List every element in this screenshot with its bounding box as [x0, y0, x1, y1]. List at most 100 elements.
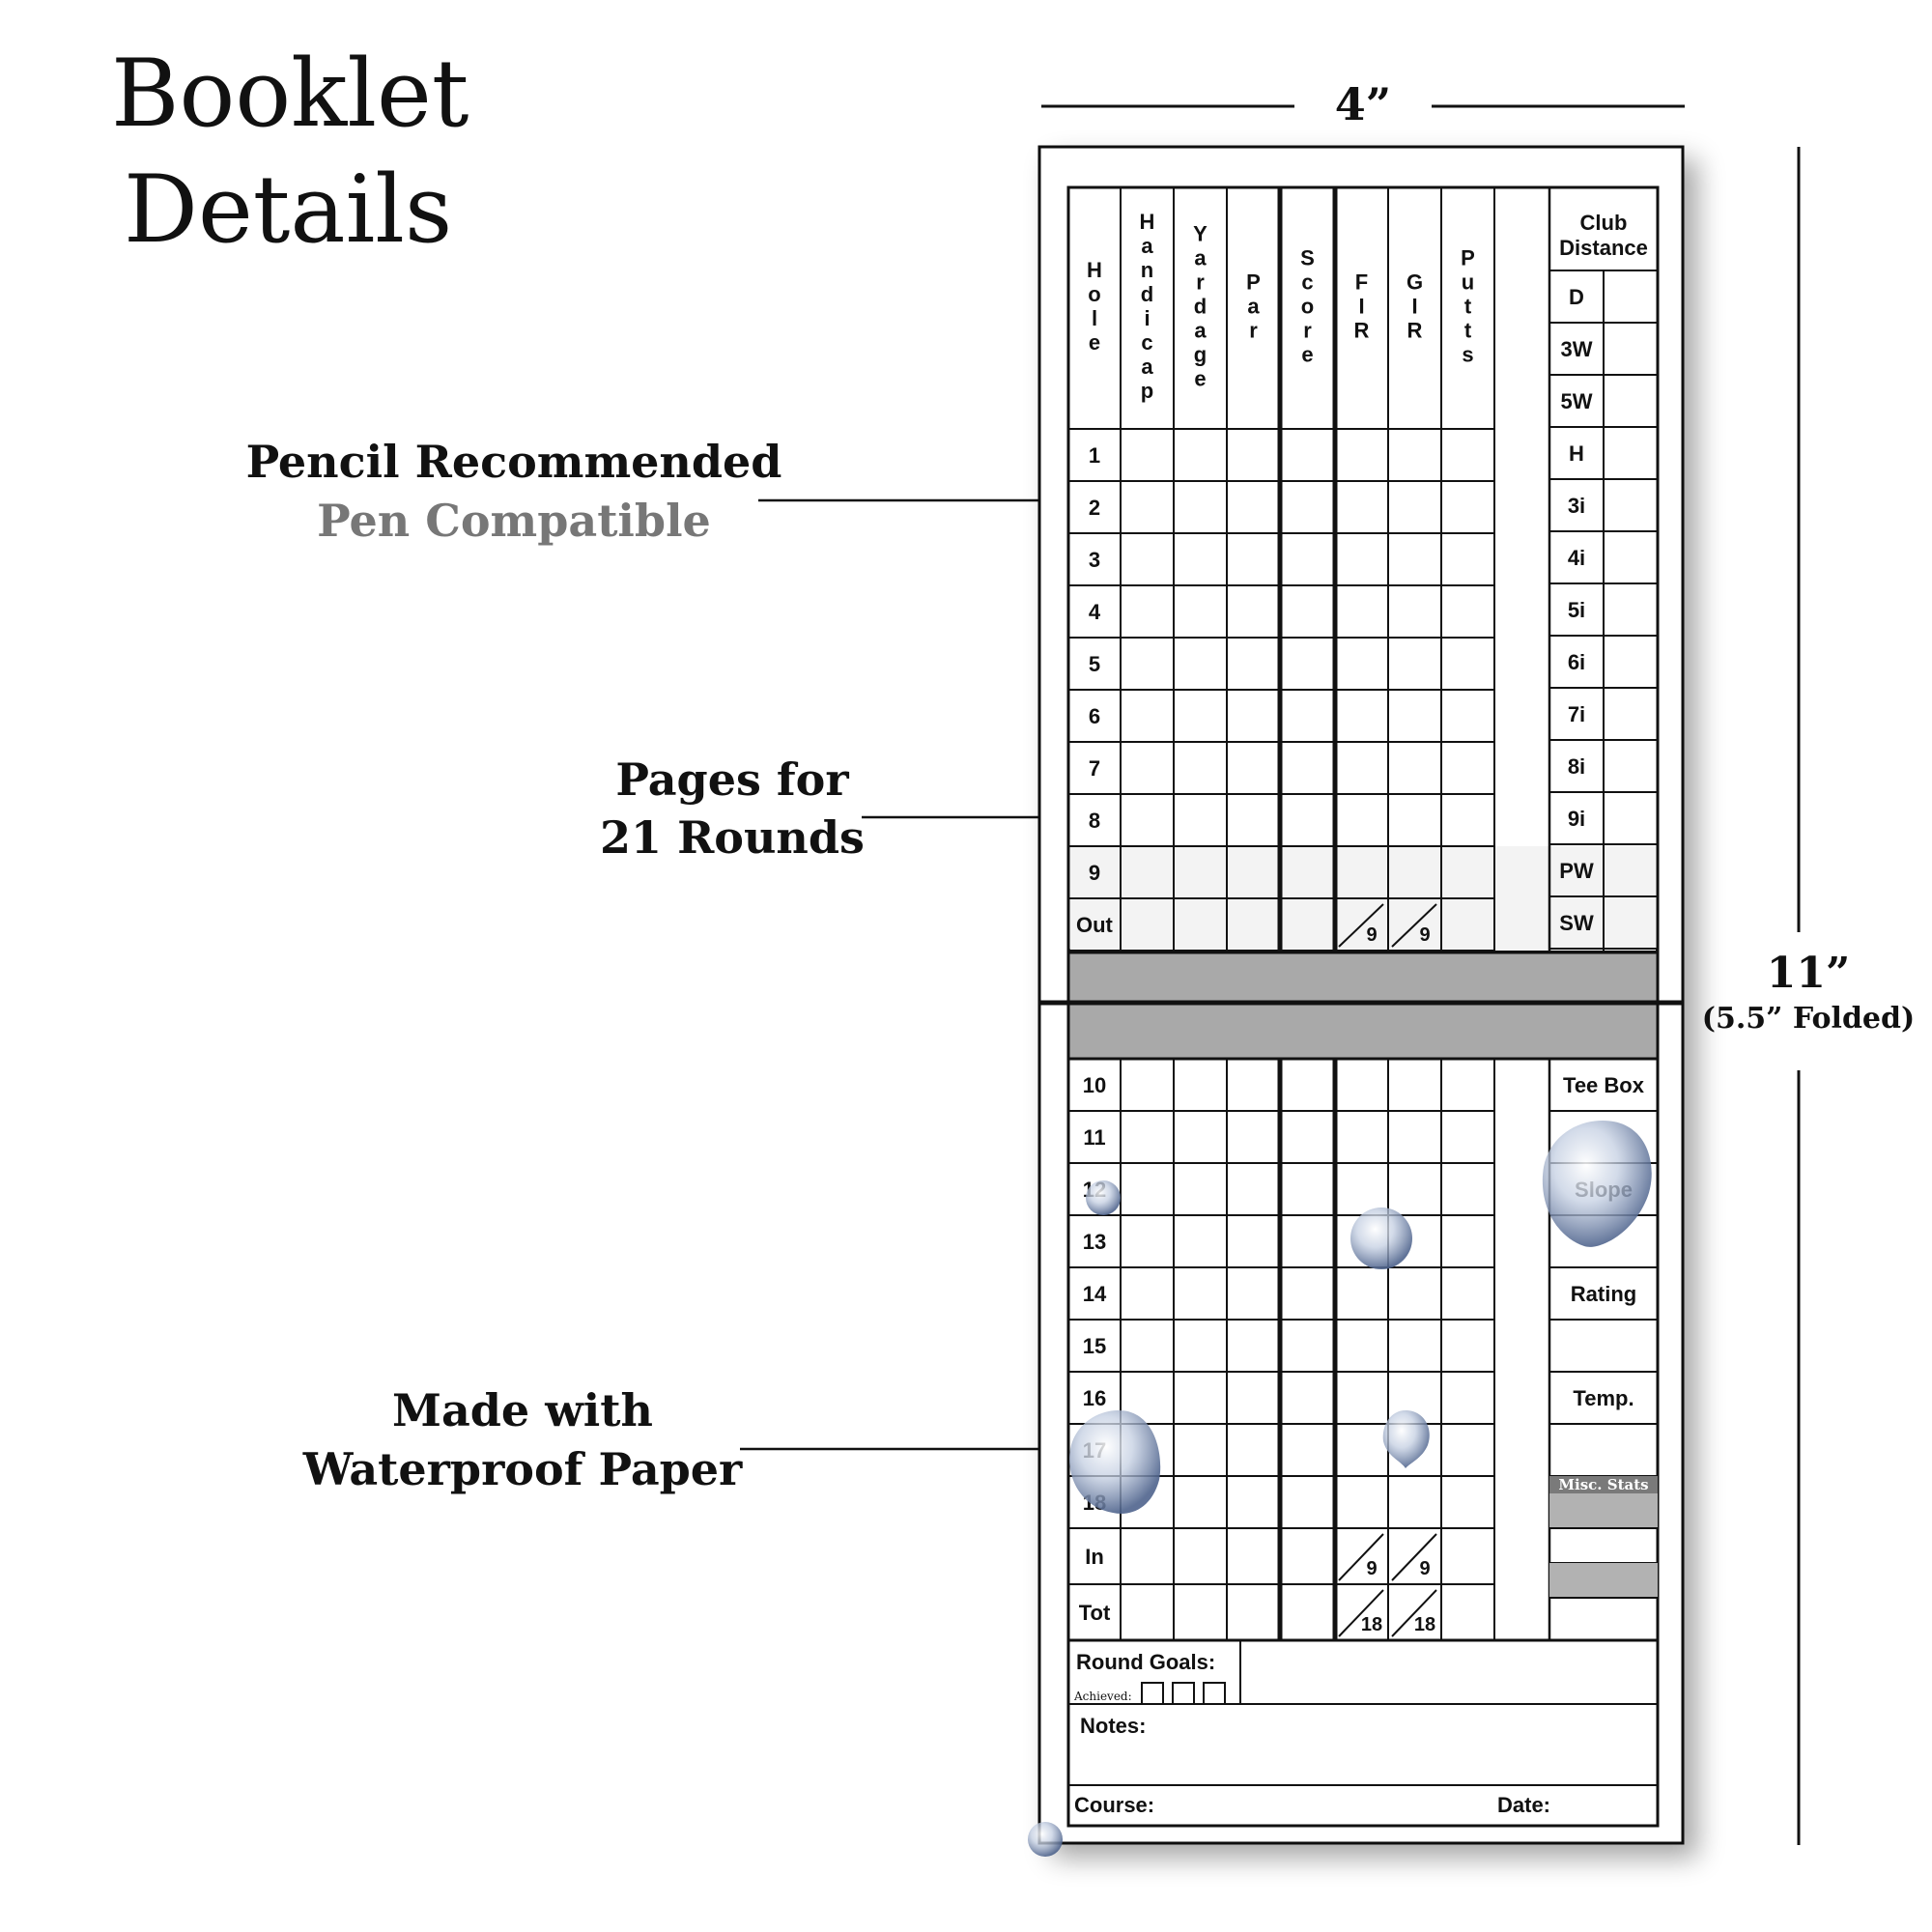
hole-number: 16	[1083, 1386, 1106, 1410]
club-label: SW	[1559, 911, 1594, 935]
misc-stats-header	[1549, 1476, 1658, 1493]
club-label: 5i	[1568, 598, 1585, 622]
header-letter: G	[1406, 270, 1423, 295]
header-letter: e	[1301, 343, 1313, 367]
header-letter: g	[1194, 343, 1207, 367]
notes-label: Notes:	[1080, 1714, 1146, 1738]
fraction-value: 9	[1419, 1558, 1430, 1579]
water-drops	[1028, 1121, 1652, 1857]
header-letter: I	[1358, 295, 1364, 319]
header-letter: P	[1461, 246, 1475, 270]
header-letter: i	[1144, 306, 1150, 330]
water-drop-icon	[1382, 1410, 1430, 1468]
fraction-slash	[1338, 1589, 1384, 1637]
header-letter: n	[1141, 258, 1153, 282]
header-letter: r	[1249, 319, 1258, 343]
title-line1: Booklet	[111, 40, 469, 148]
club-label: PW	[1559, 859, 1594, 883]
club-label: 5W	[1561, 389, 1593, 413]
hole-number: 14	[1083, 1282, 1107, 1306]
hole-number: 13	[1083, 1230, 1106, 1254]
header-letter: r	[1196, 270, 1205, 295]
hole-number: 15	[1083, 1334, 1106, 1358]
scorecard-grid: HoleHandicapYardageParScoreFIRGIRPuttsCl…	[1066, 185, 1660, 1828]
header-letter: l	[1092, 306, 1097, 330]
fraction-slash	[1391, 1589, 1437, 1637]
header-letter: a	[1141, 234, 1153, 258]
header-letter: Y	[1193, 222, 1208, 246]
header-letter: R	[1354, 319, 1370, 343]
misc-stats-cell	[1549, 1493, 1658, 1528]
hole-number: 3	[1089, 548, 1100, 572]
header-letter: F	[1355, 270, 1368, 295]
made-with-label: Made with	[392, 1384, 653, 1436]
header-letter: r	[1303, 319, 1312, 343]
course-info-label: Rating	[1571, 1282, 1636, 1306]
achieved-checkbox	[1172, 1682, 1195, 1705]
water-drop-icon	[1350, 1208, 1412, 1269]
hole-number: 5	[1089, 652, 1100, 676]
date-label: Date:	[1497, 1793, 1550, 1817]
hole-number: 2	[1089, 496, 1100, 520]
fraction-value: 9	[1366, 1558, 1377, 1579]
club-label: H	[1569, 441, 1584, 466]
footer-border	[1066, 1638, 1660, 1828]
header-letter: u	[1462, 270, 1474, 295]
width-label: 4”	[1335, 78, 1391, 130]
fraction-slash	[1338, 1533, 1384, 1581]
header-letter: I	[1411, 295, 1417, 319]
misc-stats-cell	[1549, 1563, 1658, 1598]
hole-number: 9	[1089, 861, 1100, 885]
hole-number: 11	[1083, 1125, 1105, 1150]
club-header: Club	[1580, 211, 1628, 235]
pen-compatible-label: Pen Compatible	[317, 495, 711, 547]
hole-number: 10	[1083, 1073, 1106, 1097]
header-letter: o	[1301, 295, 1314, 319]
height-label: 11”	[1767, 949, 1851, 998]
header-letter: H	[1140, 210, 1155, 234]
water-drop-icon	[1028, 1822, 1063, 1857]
fraction-slash	[1391, 1533, 1437, 1581]
header-letter: t	[1464, 295, 1472, 319]
header-letter: c	[1141, 330, 1152, 355]
achieved-label: Achieved:	[1073, 1690, 1132, 1703]
header-letter: a	[1247, 295, 1260, 319]
fraction-value: 18	[1414, 1614, 1435, 1635]
header-letter: a	[1194, 319, 1207, 343]
club-label: 9i	[1568, 807, 1585, 831]
hole-number: 4	[1089, 600, 1101, 624]
club-label: 7i	[1568, 702, 1585, 726]
rounds-count-label: 21 Rounds	[600, 811, 865, 864]
misc-stats-label: Misc. Stats	[1558, 1476, 1648, 1493]
club-label: 3i	[1568, 494, 1585, 518]
water-drop-icon	[1069, 1410, 1161, 1514]
header-letter: o	[1088, 282, 1100, 306]
fraction-slash	[1391, 903, 1437, 948]
waterproof-paper-label: Waterproof Paper	[302, 1443, 743, 1495]
title-line2: Details	[124, 156, 452, 264]
header-letter: a	[1141, 355, 1153, 379]
fraction-value: 9	[1366, 924, 1377, 946]
hole-number: 8	[1089, 809, 1100, 833]
fraction-slash	[1338, 903, 1384, 948]
club-label: 6i	[1568, 650, 1585, 674]
header-letter: s	[1462, 343, 1473, 367]
club-label: D	[1569, 285, 1584, 309]
header-letter: t	[1464, 319, 1472, 343]
hole-number: 7	[1089, 756, 1100, 781]
header-letter: P	[1246, 270, 1261, 295]
hole-number: Tot	[1079, 1601, 1111, 1625]
achieved-checkbox	[1141, 1682, 1164, 1705]
round-goals-label: Round Goals:	[1076, 1650, 1215, 1674]
club-label: 3W	[1561, 337, 1593, 361]
club-label: 8i	[1568, 754, 1585, 779]
hole-number: Out	[1076, 913, 1114, 937]
header-letter: R	[1407, 319, 1423, 343]
header-letter: e	[1194, 367, 1206, 391]
header-letter: p	[1141, 379, 1153, 403]
hole-number: 6	[1089, 704, 1100, 728]
course-info-label: Temp.	[1573, 1386, 1634, 1410]
club-label: 4i	[1568, 546, 1585, 570]
course-info-label: Tee Box	[1563, 1073, 1645, 1097]
